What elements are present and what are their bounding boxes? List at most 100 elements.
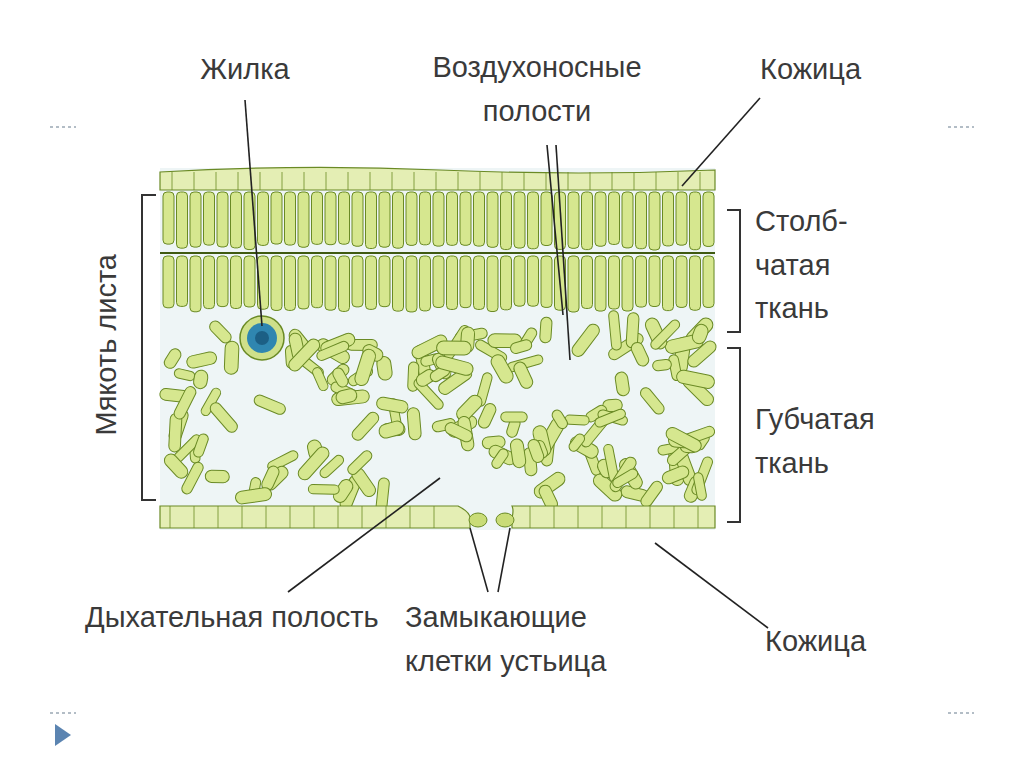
palisade-cell xyxy=(636,256,647,307)
palisade-cell xyxy=(190,256,201,312)
epidermis-cell-wall xyxy=(392,172,393,190)
spongy-cell xyxy=(526,438,545,464)
epidermis-cell-wall xyxy=(674,506,675,528)
palisade-cell xyxy=(285,192,296,245)
palisade-cell xyxy=(690,256,701,310)
palisade-cell xyxy=(271,192,282,244)
lower-epidermis xyxy=(160,506,715,528)
palisade-cell xyxy=(312,256,323,308)
epidermis-cell-wall xyxy=(386,506,387,528)
epidermis-cell-wall xyxy=(290,506,291,528)
spongy-cell xyxy=(436,341,471,355)
palisade-cell xyxy=(487,192,498,247)
epidermis-cell-wall xyxy=(410,506,411,528)
epidermis-cell-wall xyxy=(266,506,267,528)
part-label: Кожица xyxy=(765,620,965,664)
epidermis-cell-wall xyxy=(326,172,327,190)
epidermis-cell-wall xyxy=(602,506,603,528)
palisade-cell xyxy=(393,192,404,248)
spongy-cell xyxy=(550,408,569,430)
bracket xyxy=(727,210,740,332)
palisade-cell xyxy=(379,256,390,307)
palisade-cell xyxy=(258,192,269,245)
palisade-cell xyxy=(663,256,674,311)
epidermis-cell-wall xyxy=(656,172,657,190)
spongy-cell xyxy=(407,407,422,440)
dash-mark xyxy=(50,126,76,128)
leader-line xyxy=(655,543,768,628)
palisade-cell xyxy=(514,256,525,306)
epidermis-cell-wall xyxy=(348,172,349,190)
epidermis-cell-wall xyxy=(554,506,555,528)
leaf-section xyxy=(159,167,718,530)
palisade-cell xyxy=(177,192,188,248)
palisade-cell xyxy=(487,256,498,312)
leader-line xyxy=(547,145,563,315)
spongy-cell xyxy=(649,318,682,351)
spongy-cell xyxy=(346,449,374,477)
spongy-cell xyxy=(693,472,707,501)
spongy-cell xyxy=(172,385,198,421)
spongy-cells xyxy=(159,310,718,518)
spongy-cell xyxy=(434,355,474,377)
part-label: Жилка xyxy=(145,48,345,92)
part-label: Воздухоносные полости xyxy=(387,46,687,133)
palisade-cells xyxy=(163,192,714,312)
palisade-cell xyxy=(312,192,323,244)
palisade-cell xyxy=(649,192,660,250)
palisade-cell xyxy=(420,256,431,311)
epidermis-cell-wall xyxy=(434,506,435,528)
dash-mark xyxy=(948,126,974,128)
spongy-cell xyxy=(208,400,240,434)
epidermis-cell-wall xyxy=(698,506,699,528)
palisade-cell xyxy=(636,192,647,249)
palisade-cell xyxy=(217,192,228,247)
dash-mark xyxy=(948,712,974,714)
part-label: Столб- чатая ткань xyxy=(755,200,885,331)
palisade-cell xyxy=(325,256,336,310)
leader-line xyxy=(498,528,510,592)
upper-epidermis xyxy=(160,167,715,190)
spongy-cell xyxy=(501,412,528,422)
spongy-cell xyxy=(608,310,621,350)
palisade-cell xyxy=(285,256,296,310)
epidermis-cell-wall xyxy=(612,172,613,190)
palisade-cell xyxy=(501,192,512,250)
palisade-cell xyxy=(501,256,512,310)
palisade-cell xyxy=(231,192,242,248)
spongy-cell xyxy=(311,366,329,392)
spongy-cell xyxy=(186,351,218,370)
palisade-cell xyxy=(676,256,687,307)
palisade-cell xyxy=(433,256,444,307)
epidermis-cell-wall xyxy=(170,506,171,528)
epidermis-cell-wall xyxy=(338,506,339,528)
epidermis-cell-wall xyxy=(172,172,173,190)
palisade-row-border xyxy=(160,252,715,254)
bracket xyxy=(142,195,156,500)
palisade-cell xyxy=(514,192,525,248)
palisade-cell xyxy=(271,256,282,310)
spongy-cell xyxy=(377,419,405,439)
palisade-cell xyxy=(568,256,579,312)
palisade-cell xyxy=(474,192,485,246)
epidermis-cell-wall xyxy=(568,172,569,190)
palisade-cell xyxy=(609,192,620,244)
spongy-cell xyxy=(224,341,239,375)
spongy-cell xyxy=(629,340,650,368)
spongy-cell xyxy=(639,479,665,509)
palisade-cell xyxy=(609,256,620,309)
palisade-cell xyxy=(541,256,552,307)
palisade-cell xyxy=(204,192,215,245)
spongy-cell xyxy=(512,360,535,390)
spongy-cell xyxy=(611,467,639,489)
spongy-cell xyxy=(335,388,358,406)
epidermis-cell-wall xyxy=(530,506,531,528)
palisade-cell xyxy=(541,192,552,245)
epidermis-cell-wall xyxy=(194,172,195,190)
palisade-cell xyxy=(595,256,606,311)
epidermis-cell-wall xyxy=(650,506,651,528)
spongy-cell xyxy=(173,368,195,382)
epidermis-cell-wall xyxy=(314,506,315,528)
spongy-cell xyxy=(376,396,409,414)
palisade-cell xyxy=(622,192,633,248)
